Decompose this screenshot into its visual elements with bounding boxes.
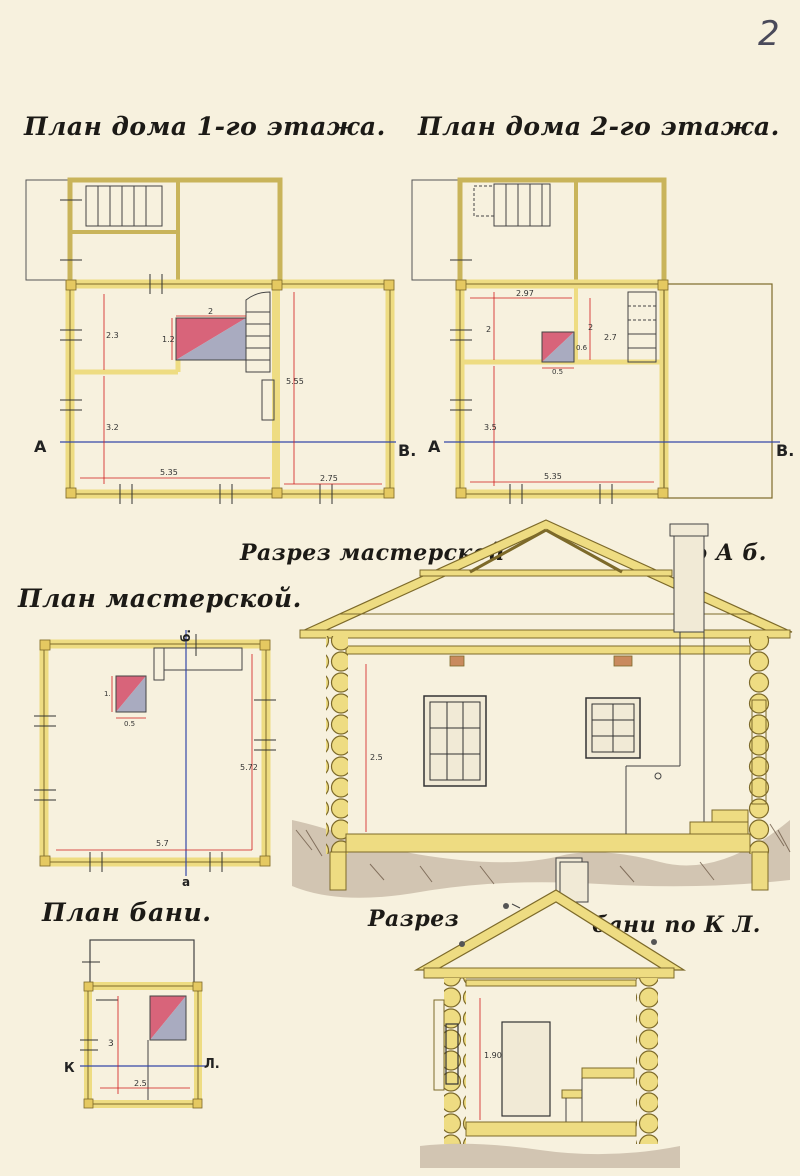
dim-workshop-height: 5.72 bbox=[240, 763, 258, 772]
section-bath: 1.90 bbox=[413, 861, 687, 1168]
dim-floor1-height: 5.55 bbox=[286, 377, 304, 386]
marker-workshop-bottom: а bbox=[182, 875, 190, 889]
stove-workshop bbox=[115, 675, 147, 713]
dim-section-bath-height: 1.90 bbox=[484, 1051, 502, 1060]
stair-floor2-porch bbox=[473, 183, 551, 227]
dim-floor2-lower: 3.5 bbox=[484, 423, 497, 432]
title-plan-workshop: План мастерской. bbox=[18, 584, 302, 613]
dim-workshop-width: 5.7 bbox=[156, 839, 169, 848]
dim-floor1-stove-w: 2 bbox=[208, 307, 213, 316]
dim-floor2-main-width: 5.35 bbox=[544, 472, 562, 481]
title-plan-bath: План бани. bbox=[42, 898, 212, 927]
marker-floor1-left: А bbox=[34, 437, 47, 456]
marker-bath-left: К bbox=[64, 1061, 75, 1076]
dim-floor2-top: 2.97 bbox=[516, 289, 534, 298]
plan-floor2: А В. 5.35 2.97 2 3.5 2 2.7 0.6 0.5 bbox=[411, 177, 794, 504]
dim-section-workshop-height: 2.5 bbox=[370, 753, 383, 762]
stair-floor1-porch bbox=[85, 185, 163, 227]
dim-floor1-stove-h: 1.2 bbox=[162, 335, 175, 344]
marker-floor2-right: В. bbox=[776, 441, 794, 460]
log-wall-right bbox=[748, 636, 770, 854]
dim-floor2-stove-b: 2.7 bbox=[604, 333, 617, 342]
dim-floor1-main-width: 5.35 bbox=[160, 468, 178, 477]
log-wall-left bbox=[326, 636, 348, 854]
dim-floor1-lower: 3.2 bbox=[106, 423, 119, 432]
bath-log-wall-left bbox=[444, 978, 466, 1144]
sheet-number: 2 bbox=[758, 14, 780, 54]
plan-bath: К Л. 3 2.5 bbox=[64, 939, 220, 1109]
dim-floor1-right-width: 2.75 bbox=[320, 474, 338, 483]
stair-floor2-inner bbox=[627, 291, 657, 363]
dim-workshop-stove-h: 1. bbox=[104, 690, 111, 698]
dim-floor1-upper: 2.3 bbox=[106, 331, 119, 340]
dim-floor2-stove-a: 2 bbox=[588, 323, 593, 332]
stove-floor1 bbox=[175, 317, 247, 361]
section-workshop: 2.5 bbox=[292, 519, 793, 899]
dim-floor2-stove-c: 0.6 bbox=[576, 344, 588, 352]
marker-bath-right: Л. bbox=[204, 1057, 220, 1072]
dim-floor2-stove-d: 0.5 bbox=[552, 368, 563, 376]
stair-floor1-inner bbox=[245, 291, 271, 373]
plan-workshop: б. а 5.7 5.72 1. 0.5 bbox=[34, 629, 276, 889]
dim-workshop-stove-w: 0.5 bbox=[124, 720, 135, 728]
dim-bath-height: 3 bbox=[108, 1039, 114, 1049]
plan-floor1: А В. 5.35 2.75 5.55 2.3 3.2 2 1.2 bbox=[25, 177, 416, 504]
marker-workshop-top: б. bbox=[179, 629, 193, 642]
stove-bath bbox=[149, 995, 187, 1041]
dim-bath-width: 2.5 bbox=[134, 1079, 147, 1088]
marker-floor1-right: В. bbox=[398, 441, 416, 460]
dim-floor2-upper: 2 bbox=[486, 325, 491, 334]
title-plan-floor1: План дома 1-го этажа. bbox=[24, 112, 386, 141]
bath-log-wall-right bbox=[636, 978, 658, 1144]
window-workshop-left bbox=[423, 695, 487, 787]
title-plan-floor2: План дома 2-го этажа. bbox=[418, 112, 780, 141]
marker-floor2-left: А bbox=[428, 437, 441, 456]
window-workshop-right bbox=[585, 697, 641, 759]
stove-floor2 bbox=[541, 331, 575, 363]
title-section-bath-a: Разрез bbox=[368, 906, 460, 932]
